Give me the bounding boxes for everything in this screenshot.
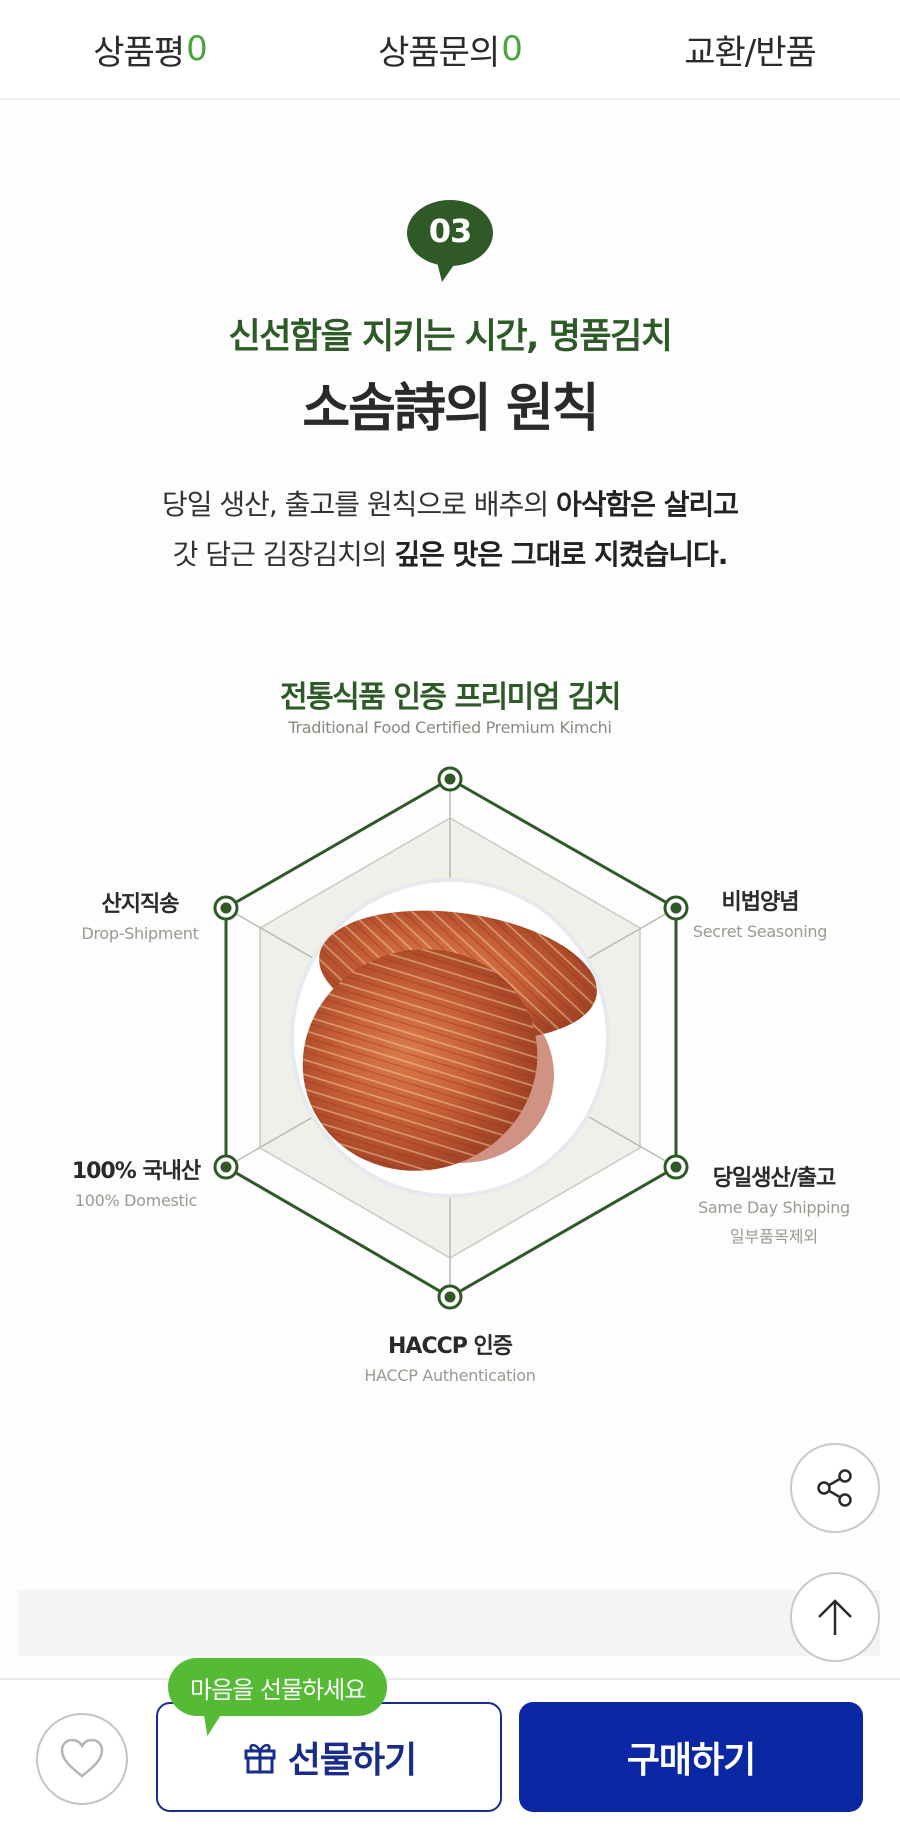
heart-icon <box>60 1738 104 1778</box>
description-line-1: 당일 생산, 출고를 원칙으로 배추의 아삭함은 살리고 <box>0 480 900 530</box>
description-text: 당일 생산, 출고를 원칙으로 배추의 <box>161 488 556 521</box>
section-divider-bar <box>18 1590 880 1656</box>
buy-button-label: 구매하기 <box>626 1740 756 1781</box>
description-line-2: 갓 담근 김장김치의 깊은 맛은 그대로 지켰습니다. <box>0 530 900 580</box>
buy-button[interactable]: 구매하기 <box>519 1702 863 1812</box>
share-icon <box>817 1469 852 1507</box>
gift-icon <box>244 1743 276 1774</box>
feature-label-en: Secret Seasoning <box>692 922 828 941</box>
feature-drop-shipment: 산지직송 Drop-Shipment <box>60 886 220 943</box>
feature-label-ko: HACCP 인증 <box>388 1334 513 1359</box>
feature-note: 일부품목제외 <box>729 1227 819 1246</box>
description-emphasis: 아삭함은 살리고 <box>555 488 739 521</box>
tab-inquiries-count: 0 <box>501 29 523 69</box>
arrow-up-icon <box>818 1599 852 1635</box>
feature-domestic: 100% 국내산 100% Domestic <box>56 1153 216 1210</box>
feature-label-ko: 당일생산/출고 <box>712 1166 836 1191</box>
tab-inquiries-label: 상품문의 <box>378 32 500 73</box>
tab-exchange-return[interactable]: 교환/반품 <box>600 25 900 74</box>
scroll-top-button[interactable] <box>790 1572 880 1662</box>
chart-title: 전통식품 인증 프리미엄 김치 <box>279 680 622 715</box>
chart-subtitle: Traditional Food Certified Premium Kimch… <box>288 718 612 737</box>
kimchi-image <box>302 910 597 1171</box>
description-text: 갓 담근 김장김치의 <box>172 538 395 571</box>
feature-label-ko: 산지직송 <box>101 892 180 917</box>
hexagon-nodes <box>213 766 689 1310</box>
feature-label-ko: 비법양념 <box>721 890 800 915</box>
wishlist-button[interactable] <box>36 1713 128 1805</box>
tab-reviews-label: 상품평 <box>93 32 185 73</box>
feature-secret-seasoning: 비법양념 Secret Seasoning <box>680 884 840 941</box>
description-emphasis: 깊은 맛은 그대로 지켰습니다. <box>394 538 728 571</box>
gift-tooltip: 마음을 선물하세요 <box>168 1658 388 1716</box>
feature-label-en: 100% Domestic <box>74 1191 198 1210</box>
section-subtitle: 신선함을 지키는 시간, 명품김치 <box>228 317 673 357</box>
feature-label-ko: 100% 국내산 <box>71 1159 201 1184</box>
feature-same-day-shipping: 당일생산/출고 Same Day Shipping 일부품목제외 <box>694 1160 854 1247</box>
tab-reviews-count: 0 <box>186 29 208 69</box>
speech-bubble-icon <box>407 200 493 282</box>
section-number: 03 <box>428 212 473 250</box>
section-title: 소솜詩의 원칙 <box>302 379 599 439</box>
gift-button-label: 선물하기 <box>287 1740 417 1781</box>
gift-button[interactable]: 선물하기 <box>156 1702 502 1812</box>
share-button[interactable] <box>790 1443 880 1533</box>
feature-haccp: HACCP 인증 HACCP Authentication <box>350 1328 550 1385</box>
hexagon-diagram <box>213 766 689 1310</box>
feature-label-en: HACCP Authentication <box>364 1366 536 1385</box>
section-number-badge: 03 <box>406 200 494 282</box>
feature-label-en: Same Day Shipping <box>698 1198 850 1217</box>
tab-exchange-return-label: 교환/반품 <box>684 32 817 73</box>
section-description: 당일 생산, 출고를 원칙으로 배추의 아삭함은 살리고 갓 담근 김장김치의 … <box>0 480 900 580</box>
feature-label-en: Drop-Shipment <box>81 924 199 943</box>
purchase-bar: 선물하기 구매하기 <box>0 1678 900 1828</box>
